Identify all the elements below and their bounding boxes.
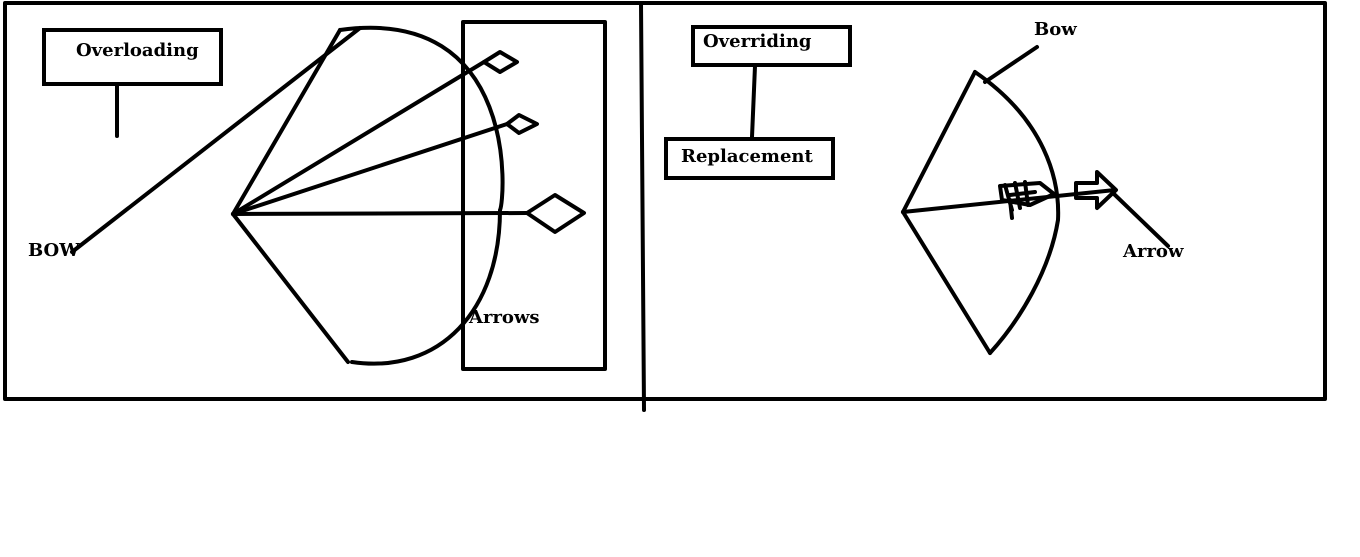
bow-pointer-line [70, 26, 362, 254]
arrow-shaft-2 [231, 122, 509, 216]
right-arrow-head [1074, 170, 1118, 210]
left-bow-curve [338, 25, 505, 366]
arrow-head-3 [525, 193, 586, 234]
replacement-box: Replacement [664, 137, 835, 180]
arrows-label: Arrows [469, 307, 540, 328]
overriding-connector [750, 64, 757, 139]
right-bow-pointer-line [983, 45, 1039, 84]
arrow-shaft-1 [231, 60, 486, 216]
right-arrow-pointer-line [1112, 192, 1170, 248]
arrow-shaft-3 [231, 211, 529, 216]
arrow-head-2 [505, 113, 539, 135]
replacement-label: Replacement [681, 146, 813, 167]
outer-frame [3, 1, 1327, 401]
panel-divider [639, 1, 646, 412]
arrows-box [461, 20, 607, 371]
right-bow-label: Bow [1034, 19, 1077, 40]
right-bow-string-bottom [901, 210, 992, 355]
right-arrow-label: Arrow [1123, 241, 1184, 262]
overriding-box: Overriding [691, 25, 852, 67]
overloading-title: Overloading [76, 40, 199, 61]
bow-label: BOW [28, 240, 80, 261]
overriding-title: Overriding [703, 31, 812, 52]
right-arrow-fletching [998, 181, 1056, 207]
left-bow-string-top [231, 28, 342, 216]
overloading-box: Overloading [42, 28, 223, 86]
arrow-head-1 [482, 50, 519, 74]
left-bow-string-bottom [231, 212, 350, 364]
right-arrow-fletching-scribble [1003, 180, 1037, 220]
right-bow-curve [973, 70, 1061, 355]
right-bow-string-top [901, 70, 977, 214]
